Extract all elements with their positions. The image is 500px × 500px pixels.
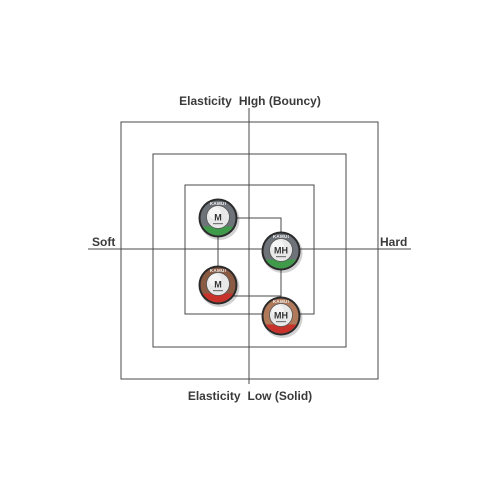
left-axis-label: Soft [92,235,116,249]
chip-grade-label: MH [274,246,288,256]
bottom-axis-label-right: Low (Solid) [247,389,313,403]
chip-brand-label: KAMUI [210,268,226,273]
chip-red-mh: KAMUI MH [261,296,303,338]
chip-grade-label: M [214,280,222,290]
chip-grade-label: M [214,213,222,223]
chip-brand-label: KAMUI [210,201,226,206]
chip-green-m: KAMUI M [198,198,240,240]
chip-green-mh: KAMUI MH [261,231,303,273]
top-axis-label: Elasticity HIgh (Bouncy) [0,94,500,108]
right-axis-label: Hard [380,235,408,249]
top-axis-label-right: HIgh (Bouncy) [238,94,321,108]
chip-red-m: KAMUI M [198,265,240,307]
chip-grade-label: MH [274,311,288,321]
bottom-axis-label-left: Elasticity [187,389,241,403]
chip-brand-label: KAMUI [273,234,289,239]
chip-brand-label: KAMUI [273,299,289,304]
bottom-axis-label: Elasticity Low (Solid) [0,389,500,403]
chips-layer: KAMUI M KAMUI MH KAMUI M KAMUI MH [198,198,303,338]
top-axis-label-left: Elasticity [179,94,232,108]
